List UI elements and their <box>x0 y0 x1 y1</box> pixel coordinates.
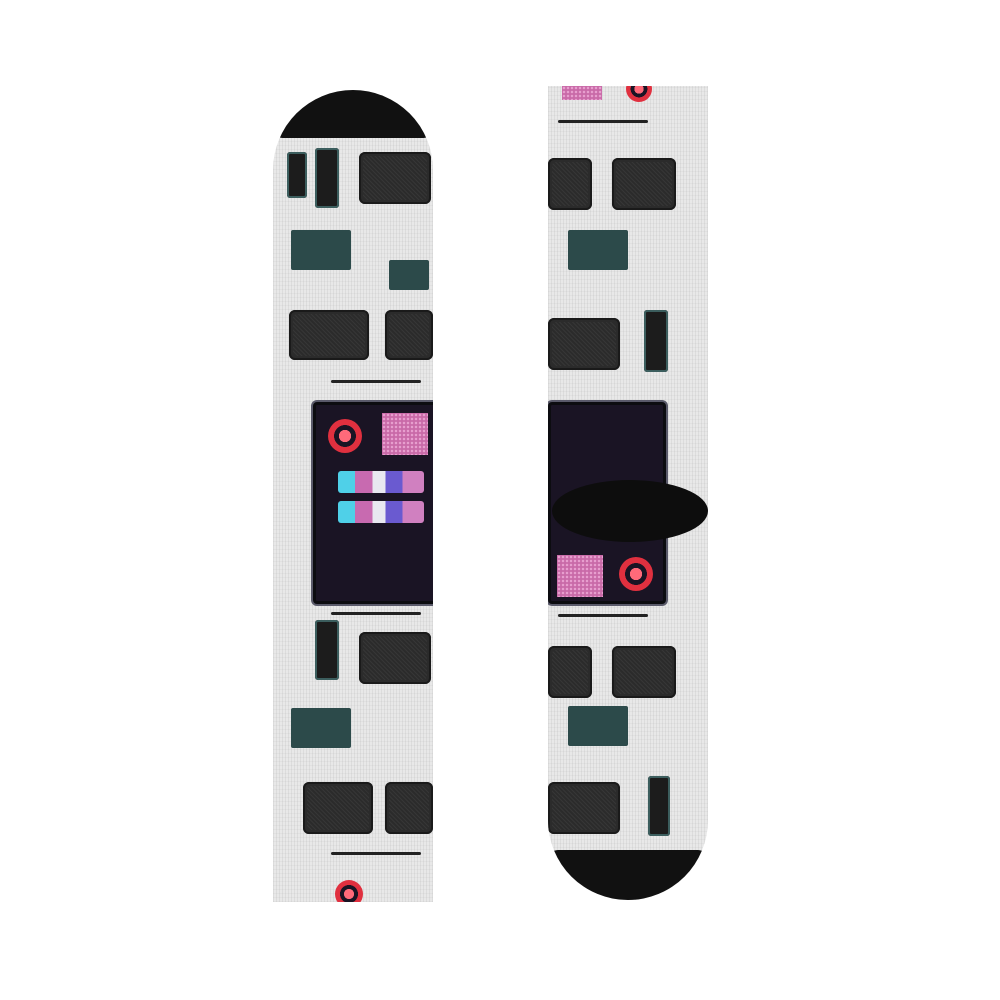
circuit-trace <box>558 614 648 617</box>
circuit-trace <box>331 852 421 855</box>
sock-toe <box>548 850 708 900</box>
circuit-chip <box>359 152 431 204</box>
circuit-component <box>287 152 307 198</box>
red-ring <box>619 557 653 591</box>
sock-heel <box>552 480 708 542</box>
circuit-chip <box>359 632 431 684</box>
pink-block <box>562 86 602 100</box>
circuit-trace <box>558 120 648 123</box>
circuit-chip <box>612 646 676 698</box>
circuit-component <box>644 310 668 372</box>
pink-block <box>557 555 603 597</box>
processor-chip <box>313 402 433 604</box>
circuit-trace <box>331 380 421 383</box>
sock-cuff <box>273 90 433 138</box>
circuit-chip <box>385 310 433 360</box>
right-sock <box>548 86 708 900</box>
circuit-component <box>291 230 351 270</box>
circuit-chip <box>548 782 620 834</box>
circuit-chip <box>548 646 592 698</box>
circuit-component <box>315 148 339 208</box>
circuit-component <box>568 706 628 746</box>
colour-bar <box>338 471 424 493</box>
circuit-component <box>389 260 429 290</box>
circuit-chip <box>385 782 433 834</box>
circuit-chip <box>303 782 373 834</box>
circuit-trace <box>331 612 421 615</box>
circuit-chip <box>548 318 620 370</box>
circuit-component <box>315 620 339 680</box>
circuit-chip <box>548 158 592 210</box>
left-sock <box>273 90 433 902</box>
circuit-component <box>568 230 628 270</box>
red-ring <box>328 419 362 453</box>
circuit-component <box>648 776 670 836</box>
red-ring <box>626 86 652 102</box>
pink-block <box>382 413 428 455</box>
colour-bar <box>338 501 424 523</box>
circuit-component <box>291 708 351 748</box>
circuit-chip <box>289 310 369 360</box>
red-ring <box>335 880 363 902</box>
circuit-chip <box>612 158 676 210</box>
